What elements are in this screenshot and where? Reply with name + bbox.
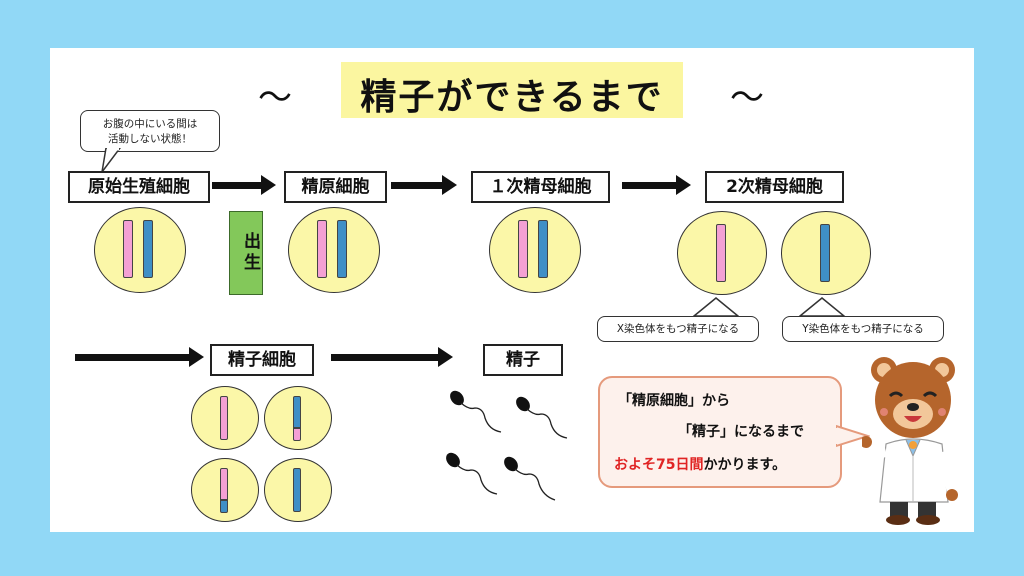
chromosome-pink <box>123 220 133 278</box>
womb-callout: お腹の中にいる間は 活動しない状態！ <box>80 110 220 152</box>
cell-primary <box>489 207 581 293</box>
womb-callout-tail <box>101 148 121 173</box>
cell-spermatid-3 <box>191 458 259 522</box>
title-tilde-left: ～ <box>258 78 292 118</box>
chromosome-blue-segment <box>220 500 228 513</box>
x-callout-tail <box>691 297 741 317</box>
speech-line-3: およそ75日間かかります。 <box>614 454 786 474</box>
speech-line-3-rest: かかります。 <box>703 457 787 473</box>
speech-line-2: 「精子」になるまで <box>678 424 804 440</box>
sperm-icon <box>450 390 502 433</box>
cell-spermatid-4 <box>264 458 332 522</box>
arrow-4 <box>75 347 204 367</box>
speech-bubble-tail <box>836 424 870 448</box>
chromosome-pink <box>716 224 726 282</box>
chromosome-blue <box>820 224 830 282</box>
cell-primordial <box>94 207 186 293</box>
y-chromosome-callout: Y染色体をもつ精子になる <box>782 316 944 342</box>
sperm-icon <box>504 456 556 501</box>
chromosome-blue <box>143 220 153 278</box>
cell-spermatogonium <box>288 207 380 293</box>
cell-secondary-y <box>781 211 871 295</box>
x-chromosome-callout: X染色体をもつ精子になる <box>597 316 759 342</box>
title-tilde-right: ～ <box>730 78 764 118</box>
speech-line-1: 「精原細胞」から <box>618 393 730 409</box>
speech-duration: およそ75日間 <box>614 457 704 473</box>
arrow-2 <box>391 175 457 195</box>
womb-callout-line2: 活動しない状態！ <box>108 133 192 145</box>
page-title: 精子ができるまで <box>360 77 664 118</box>
chromosome-blue <box>293 468 301 512</box>
chromosome-blue <box>538 220 548 278</box>
cell-secondary-x <box>677 211 767 295</box>
arrow-3 <box>622 175 691 195</box>
stage-primordial-germ-cell: 原始生殖細胞 <box>68 171 210 203</box>
stage-spermatogonium: 精原細胞 <box>284 171 387 203</box>
chromosome-blue <box>337 220 347 278</box>
arrow-1 <box>212 175 276 195</box>
sperm-icon <box>446 452 498 495</box>
sperm-icon <box>516 396 568 439</box>
sperm-group <box>446 390 568 501</box>
chromosome-pink <box>220 396 228 440</box>
womb-callout-line1: お腹の中にいる間は <box>102 118 198 130</box>
cell-spermatid-1 <box>191 386 259 450</box>
chromosome-pink <box>317 220 327 278</box>
stage-sperm: 精子 <box>483 344 563 376</box>
stage-primary-spermatocyte: １次精母細胞 <box>471 171 610 203</box>
title-highlight <box>341 62 683 118</box>
chromosome-pink-segment <box>293 428 301 441</box>
stage-spermatid: 精子細胞 <box>210 344 314 376</box>
chromosome-pink <box>220 468 228 500</box>
title-area: ～ 精子ができるまで ～ <box>0 62 1024 118</box>
arrow-5 <box>331 347 453 367</box>
stage-secondary-spermatocyte: 2次精母細胞 <box>705 171 844 203</box>
bear-doctor-mascot-icon <box>862 357 958 525</box>
chromosome-pink <box>518 220 528 278</box>
chromosome-blue <box>293 396 301 428</box>
cell-spermatid-2 <box>264 386 332 450</box>
birth-label: 出生 <box>229 211 263 295</box>
speech-bubble: 「精原細胞」から 「精子」になるまで およそ75日間かかります。 <box>598 376 842 488</box>
y-callout-tail <box>797 297 847 317</box>
